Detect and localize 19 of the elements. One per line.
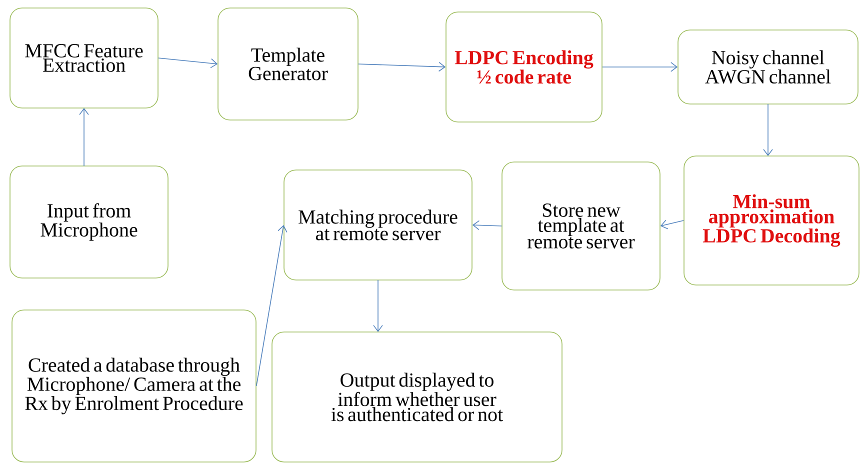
process-box: LDPC Encoding ½ code rate: [446, 12, 602, 122]
arrow: [79, 108, 89, 166]
process-box: Output displayed to inform whether user is authenticated or not: [272, 332, 562, 462]
arrow: [763, 104, 773, 156]
arrow: [158, 58, 218, 68]
process-box: Min-sum approximation LDPC Decoding: [684, 156, 860, 286]
process-box: Matching procedure at remote server: [284, 170, 472, 280]
arrow: [602, 62, 678, 72]
process-box: Template Generator: [218, 8, 358, 120]
process-box: Store new template at remote server: [502, 162, 660, 290]
arrow: [358, 62, 446, 72]
arrow: [472, 220, 502, 230]
arrow: [256, 224, 288, 386]
process-box: Input from Microphone: [10, 166, 168, 278]
arrow: [660, 220, 684, 230]
process-box: Created a database through Microphone/ Camera at the Rx by Enrolment Procedure: [12, 310, 256, 462]
process-box: Noisy channel AWGN channel: [678, 30, 858, 104]
process-box: MFCC Feature Extraction: [10, 8, 158, 108]
arrow: [373, 280, 383, 332]
